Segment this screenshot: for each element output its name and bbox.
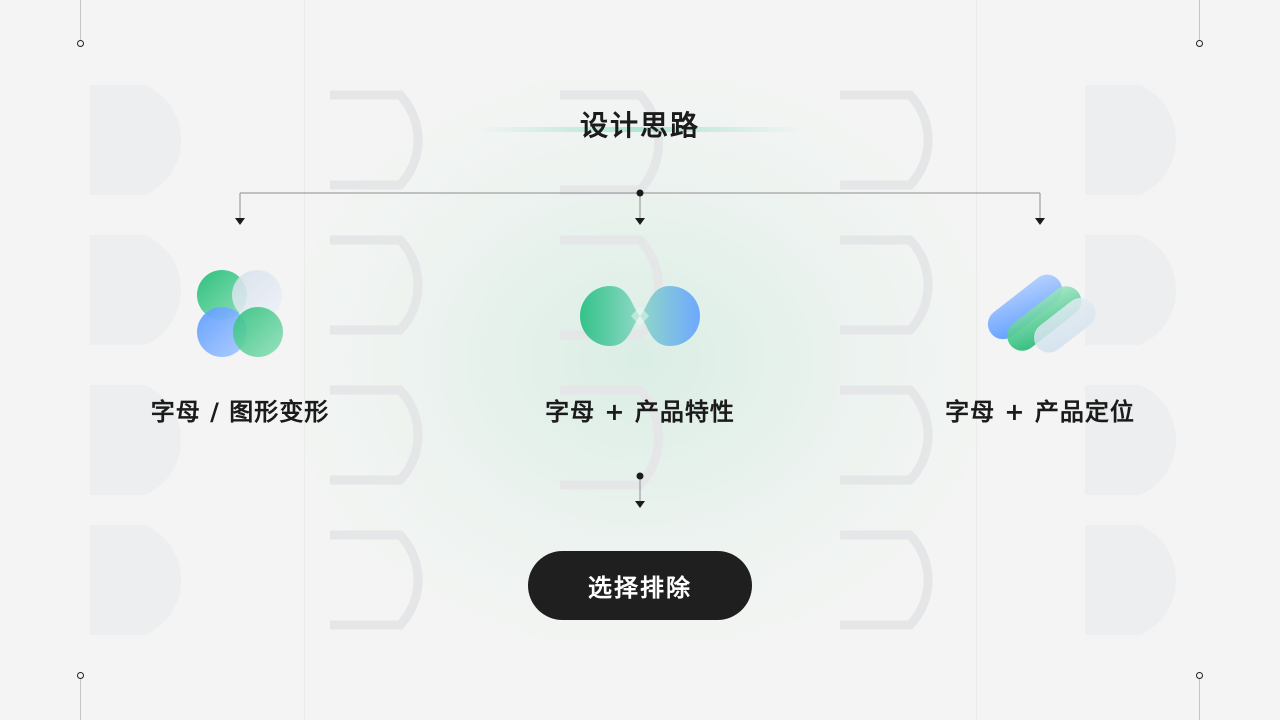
corner-dot	[77, 672, 84, 679]
corner-dot	[77, 40, 84, 47]
arrow-down-icon	[635, 218, 645, 225]
corner-dot	[1196, 40, 1203, 47]
concept-label-1: 字母 / 图形变形	[150, 398, 330, 426]
concept-label-2: 字母 + 产品特性	[545, 398, 735, 426]
corner-line	[1199, 0, 1200, 40]
concept-label-3: 字母 + 产品定位	[945, 398, 1135, 426]
diagonal-pills-icon	[987, 274, 1096, 353]
corner-line	[80, 679, 81, 720]
concept-product-position	[890, 268, 1190, 368]
corner-dot	[1196, 672, 1203, 679]
arrow-down-icon	[635, 501, 645, 508]
infinity-loop-icon	[580, 286, 700, 346]
overlapping-circles-icon	[197, 270, 283, 357]
merge-node-dot	[636, 472, 644, 480]
concept-product-feature	[490, 268, 790, 368]
concept-letter-shape	[90, 268, 390, 368]
title-block: 设计思路	[470, 100, 810, 150]
arrow-down-icon	[1035, 218, 1045, 225]
arrow-down-icon	[235, 218, 245, 225]
corner-line	[1199, 679, 1200, 720]
select-exclude-button[interactable]: 选择排除	[528, 551, 752, 620]
branch-node-dot	[636, 189, 644, 197]
page-title: 设计思路	[579, 109, 700, 142]
title-highlight	[480, 127, 800, 132]
corner-line	[80, 0, 81, 40]
